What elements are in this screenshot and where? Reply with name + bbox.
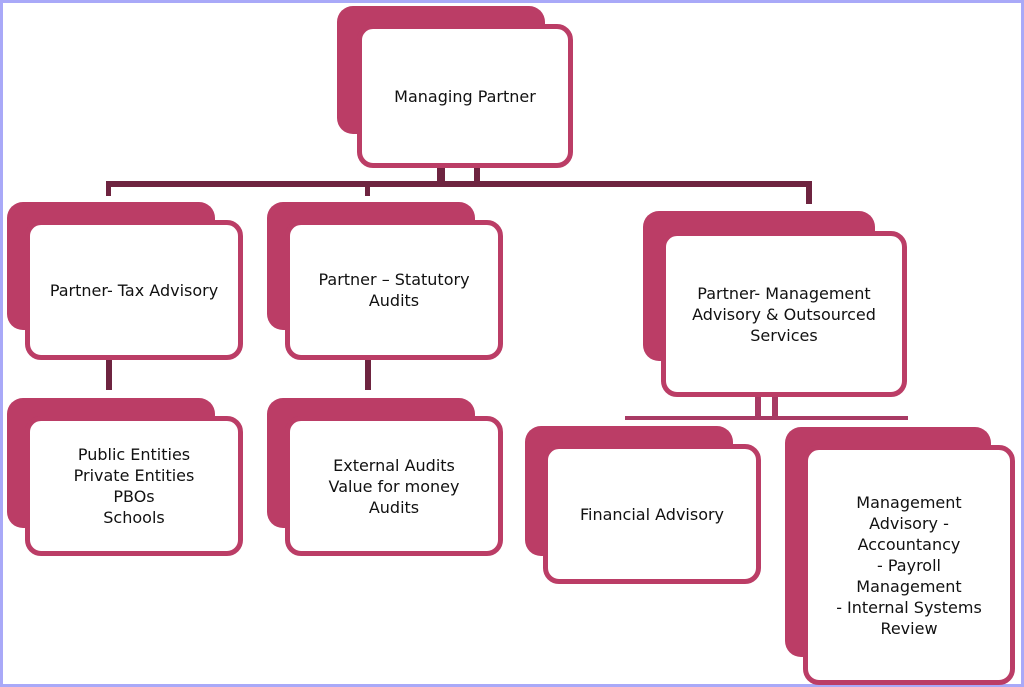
connector-management-stem-left — [755, 396, 761, 418]
connector-level3-bar — [625, 416, 908, 420]
node-box: Managing Partner — [357, 24, 573, 168]
connector-root-stem-right — [474, 160, 480, 186]
node-box: Management Advisory - Accountancy - Payr… — [803, 445, 1015, 685]
node-label: Partner – Statutory Audits — [318, 270, 470, 310]
node-label: Partner- Management Advisory & Outsource… — [692, 283, 876, 345]
node-label: Public Entities Private Entities PBOs Sc… — [73, 445, 195, 527]
node-label: Financial Advisory — [579, 504, 725, 524]
connector-level1-bar — [106, 181, 812, 187]
connector-drop-tax — [106, 181, 111, 196]
node-label: Management Advisory - Accountancy - Payr… — [836, 492, 982, 638]
node-label: External Audits Value for money Audits — [328, 455, 460, 517]
node-box: Public Entities Private Entities PBOs Sc… — [25, 416, 243, 556]
node-box: External Audits Value for money Audits — [285, 416, 503, 556]
node-label: Partner- Tax Advisory — [49, 280, 219, 300]
connector-drop-statutory — [365, 181, 370, 196]
connector-tax-to-child — [106, 358, 112, 390]
connector-root-stem-left — [437, 160, 445, 186]
node-box: Partner – Statutory Audits — [285, 220, 503, 360]
connector-statutory-to-child — [365, 358, 371, 390]
node-box: Financial Advisory — [543, 444, 761, 584]
node-box: Partner- Management Advisory & Outsource… — [661, 231, 907, 397]
node-label: Managing Partner — [394, 86, 536, 106]
connector-management-stem-right — [772, 396, 778, 418]
node-box: Partner- Tax Advisory — [25, 220, 243, 360]
connector-drop-management — [806, 181, 812, 204]
